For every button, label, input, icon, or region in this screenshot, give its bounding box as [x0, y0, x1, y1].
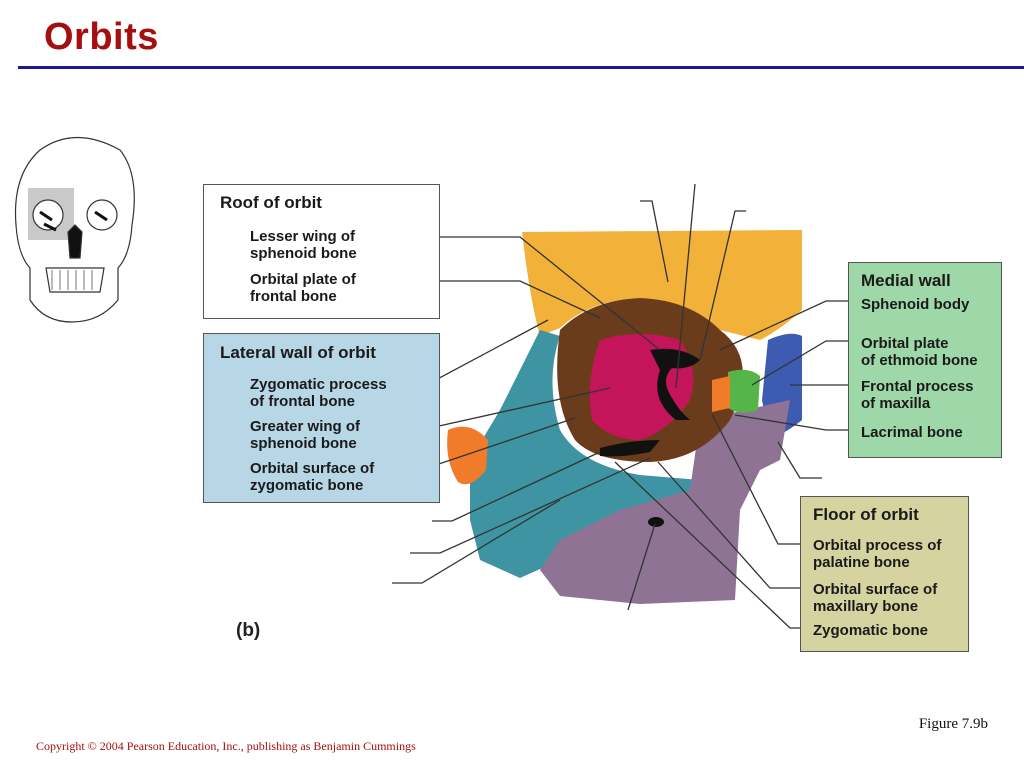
figure-reference: Figure 7.9b [918, 716, 988, 732]
title-divider [18, 66, 1024, 69]
label-orbital-surface-zygomatic: Orbital surface of zygomatic bone [250, 460, 375, 494]
orbit-drawing [447, 230, 802, 604]
medial-wall-box: Medial wall Sphenoid body Orbital plate … [848, 262, 1002, 458]
copyright-notice: Copyright © 2004 Pearson Education, Inc.… [36, 739, 416, 753]
floor-heading: Floor of orbit [813, 505, 919, 524]
figure-panel-label: (b) [236, 620, 261, 641]
label-orbital-plate-ethmoid: Orbital plate of ethmoid bone [861, 335, 978, 369]
label-orbital-surface-maxillary: Orbital surface of maxillary bone [813, 581, 938, 615]
roof-heading: Roof of orbit [220, 193, 322, 212]
label-orbital-process-palatine: Orbital process of palatine bone [813, 537, 942, 571]
label-zygomatic-process-frontal: Zygomatic process of frontal bone [250, 376, 387, 410]
label-lesser-wing: Lesser wing of sphenoid bone [250, 228, 357, 262]
lateral-wall-box: Lateral wall of orbit Zygomatic process … [203, 333, 440, 503]
label-greater-wing: Greater wing of sphenoid bone [250, 418, 361, 452]
roof-of-orbit-box: Roof of orbit Lesser wing of sphenoid bo… [203, 184, 440, 319]
label-lacrimal-bone: Lacrimal bone [861, 424, 963, 441]
slide-title: Orbits [44, 16, 159, 58]
label-orbital-plate-frontal: Orbital plate of frontal bone [250, 271, 356, 305]
skull-thumbnail [14, 136, 135, 323]
lateral-heading: Lateral wall of orbit [220, 343, 376, 362]
label-sphenoid-body: Sphenoid body [861, 296, 970, 313]
medial-heading: Medial wall [861, 271, 951, 290]
label-frontal-process-maxilla: Frontal process of maxilla [861, 378, 974, 412]
label-zygomatic-bone: Zygomatic bone [813, 622, 929, 639]
floor-of-orbit-box: Floor of orbit Orbital process of palati… [800, 496, 969, 652]
